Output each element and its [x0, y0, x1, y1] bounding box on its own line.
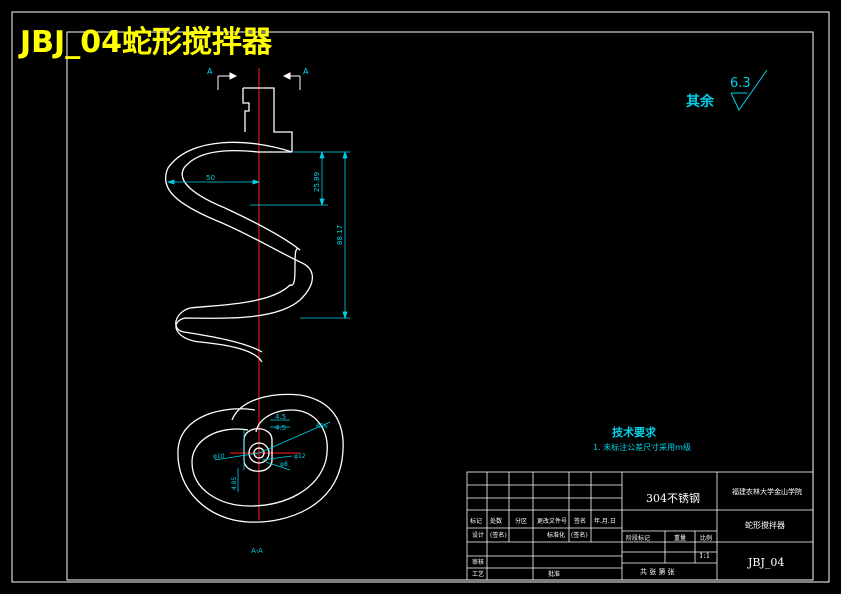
section-mark-right: [282, 72, 301, 90]
tb-part-name: 蛇形搅拌器: [745, 520, 785, 530]
tb-drawing-no: JBJ_04: [747, 556, 784, 569]
drawing-title: JBJ_04蛇形搅拌器: [18, 25, 273, 60]
roughness-symbol: [730, 69, 768, 111]
tb-weight: 重量: [674, 534, 686, 542]
tb-rev-h2: 分区: [515, 517, 527, 525]
tb-process: 工艺: [472, 570, 484, 578]
dim-upper-height: 25.89: [313, 172, 321, 192]
tb-rev-h0: 标记: [470, 517, 482, 525]
section-label-left: A: [207, 67, 213, 76]
tb-design-sign: (签名): [490, 531, 507, 539]
tb-sheets: 共 张 第 张: [640, 567, 675, 576]
dim-dia8: φ8: [280, 461, 288, 468]
dim-small: 4.85: [231, 476, 238, 490]
tb-design: 设计: [472, 531, 484, 539]
section-mark-left: [217, 72, 238, 90]
roughness-value: 6.3: [730, 76, 751, 91]
tb-scale-label: 比例: [700, 534, 712, 542]
tb-rev-h1: 处数: [490, 517, 502, 525]
dim-total-height: 88.17: [336, 225, 344, 245]
tb-approve: 批准: [548, 570, 560, 578]
tb-stage: 阶段标记: [626, 534, 650, 542]
tb-scale: 1:1: [699, 552, 710, 560]
dim-left-width: 50: [206, 174, 215, 182]
tb-rev-h3: 更改文件号: [537, 517, 567, 525]
dim-dia12: φ12: [294, 453, 306, 460]
title-block: [466, 471, 814, 581]
roughness-label: 其余: [686, 93, 715, 110]
tb-material: 304不锈钢: [646, 492, 700, 505]
section-view: [177, 393, 344, 523]
tech-item-1: 1. 未标注公差尺寸采用m级: [593, 442, 691, 452]
stirrer-outline: [165, 87, 314, 363]
dim-d2: 4.5: [275, 424, 286, 432]
inner-frame: [66, 31, 814, 581]
tb-std: 标准化: [547, 531, 565, 539]
dimension-lines: [166, 150, 350, 492]
tech-heading: 技术要求: [612, 425, 657, 439]
tb-rev-h4: 签名: [574, 517, 586, 525]
tb-audit: 审核: [472, 558, 484, 566]
tb-school: 福建农林大学金山学院: [732, 487, 802, 496]
dim-dia10: φ10: [213, 453, 225, 460]
section-label: A-A: [251, 547, 263, 555]
dim-r: R56: [316, 423, 328, 430]
section-label-right: A: [303, 67, 309, 76]
outer-border: [11, 11, 830, 583]
tb-rev-h5: 年.月.日: [594, 517, 616, 525]
tb-std-sign: (签名): [571, 531, 588, 539]
dim-d1: 4.5: [275, 413, 286, 421]
